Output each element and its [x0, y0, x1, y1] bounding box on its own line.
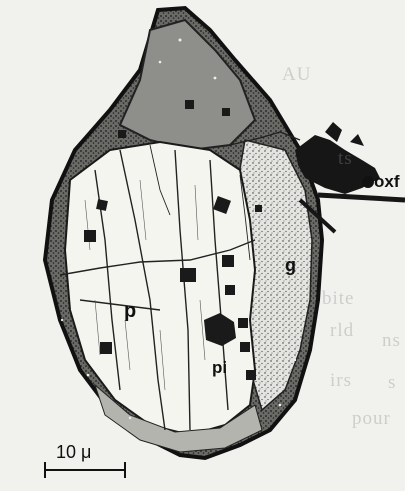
label-g: g: [285, 255, 296, 276]
bleed-text-5: ns: [382, 330, 401, 352]
bleed-text-2: ts: [338, 148, 353, 170]
label-pi: pi: [212, 358, 227, 378]
upper-cap-region: [120, 20, 255, 150]
bleed-text-7: s: [388, 372, 396, 394]
label-p: p: [124, 300, 136, 323]
bleed-text-6: irs: [330, 370, 352, 392]
bleed-text-8: pour: [352, 408, 391, 430]
bleed-text-1: AU: [282, 64, 311, 86]
label-oxf: oxf: [374, 172, 400, 192]
bleed-text-3: bite: [322, 288, 355, 310]
scale-label: 10 μ: [56, 442, 91, 463]
bleed-text-4: rld: [330, 320, 354, 342]
scale-bar: [45, 462, 125, 478]
